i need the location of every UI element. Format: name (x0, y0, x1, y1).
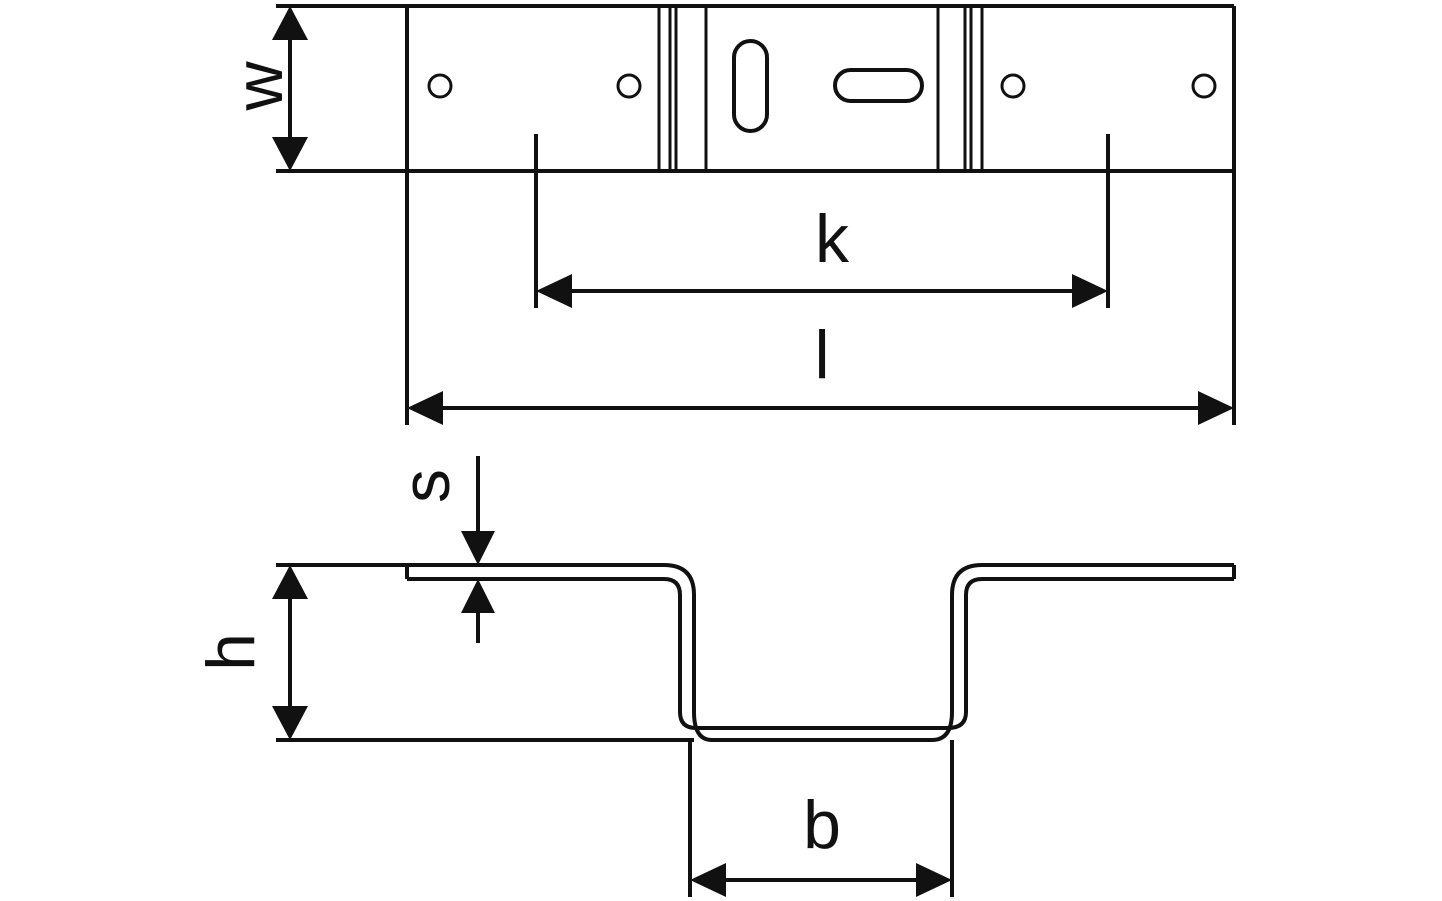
label-b: b (803, 787, 841, 863)
fold-lines-right (936, 6, 984, 171)
dimension-k: k (534, 134, 1110, 308)
hole-3 (1000, 73, 1026, 99)
vertical-slot (732, 39, 769, 133)
dimension-l: l (405, 171, 1236, 425)
top-view (276, 4, 1236, 173)
label-w: w (221, 61, 297, 112)
dimension-h: h (193, 565, 308, 740)
hole-2 (616, 73, 642, 99)
profile-inner (407, 577, 1234, 730)
fold-lines-left (657, 6, 708, 171)
label-h: h (193, 633, 269, 671)
dimension-w: w (221, 6, 308, 171)
horizontal-slot (833, 68, 924, 103)
hole-4 (1191, 73, 1217, 99)
profile-outer (276, 563, 1234, 742)
label-s: s (388, 469, 464, 503)
hole-1 (427, 73, 453, 99)
label-k: k (815, 201, 850, 277)
label-l: l (814, 317, 829, 393)
dimension-b: b (688, 740, 954, 897)
side-view (276, 563, 1236, 742)
dimension-s: s (388, 456, 495, 643)
